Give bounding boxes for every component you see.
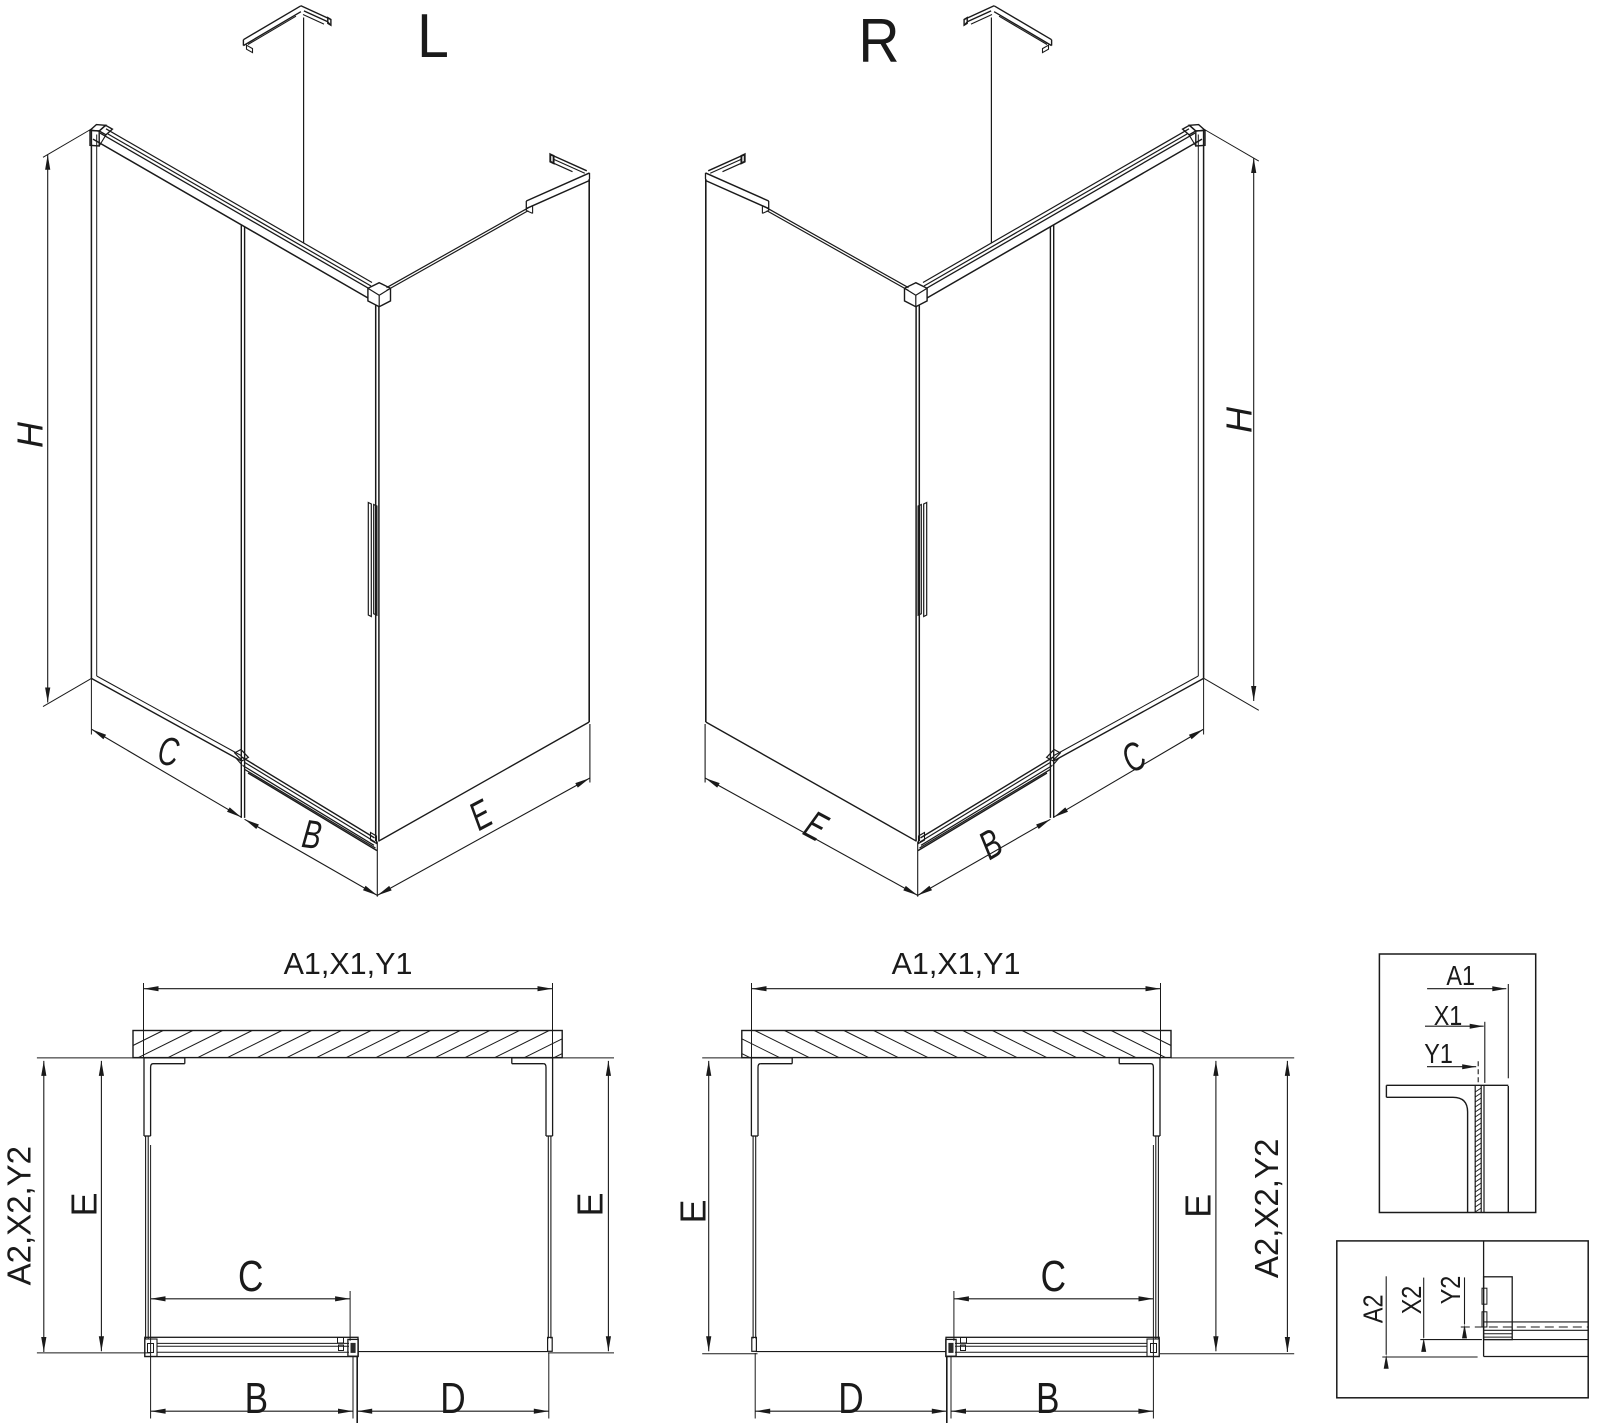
svg-text:A2,X2,Y2: A2,X2,Y2 [1248, 1139, 1285, 1278]
svg-text:H: H [1219, 406, 1260, 433]
svg-text:D: D [440, 1374, 465, 1423]
svg-text:A1: A1 [1446, 961, 1475, 991]
svg-text:E: E [1178, 1194, 1219, 1218]
svg-text:B: B [1036, 1374, 1059, 1423]
svg-text:X1: X1 [1434, 1001, 1463, 1031]
svg-text:R: R [858, 6, 899, 76]
svg-text:Y1: Y1 [1424, 1039, 1453, 1069]
svg-text:Y2: Y2 [1436, 1276, 1466, 1305]
svg-text:L: L [417, 1, 449, 71]
svg-text:D: D [838, 1374, 863, 1423]
svg-text:E: E [570, 1192, 611, 1216]
svg-text:A1,X1,Y1: A1,X1,Y1 [892, 947, 1021, 981]
svg-text:E: E [673, 1199, 714, 1223]
svg-text:B: B [245, 1374, 268, 1423]
svg-text:C: C [238, 1252, 263, 1301]
svg-text:X2: X2 [1397, 1286, 1427, 1315]
svg-text:A2,X2,Y2: A2,X2,Y2 [1, 1146, 38, 1285]
svg-text:A1,X1,Y1: A1,X1,Y1 [284, 947, 413, 981]
svg-text:C: C [1041, 1252, 1066, 1301]
svg-text:E: E [64, 1192, 105, 1216]
svg-text:A2: A2 [1359, 1295, 1389, 1324]
svg-text:H: H [10, 421, 51, 448]
